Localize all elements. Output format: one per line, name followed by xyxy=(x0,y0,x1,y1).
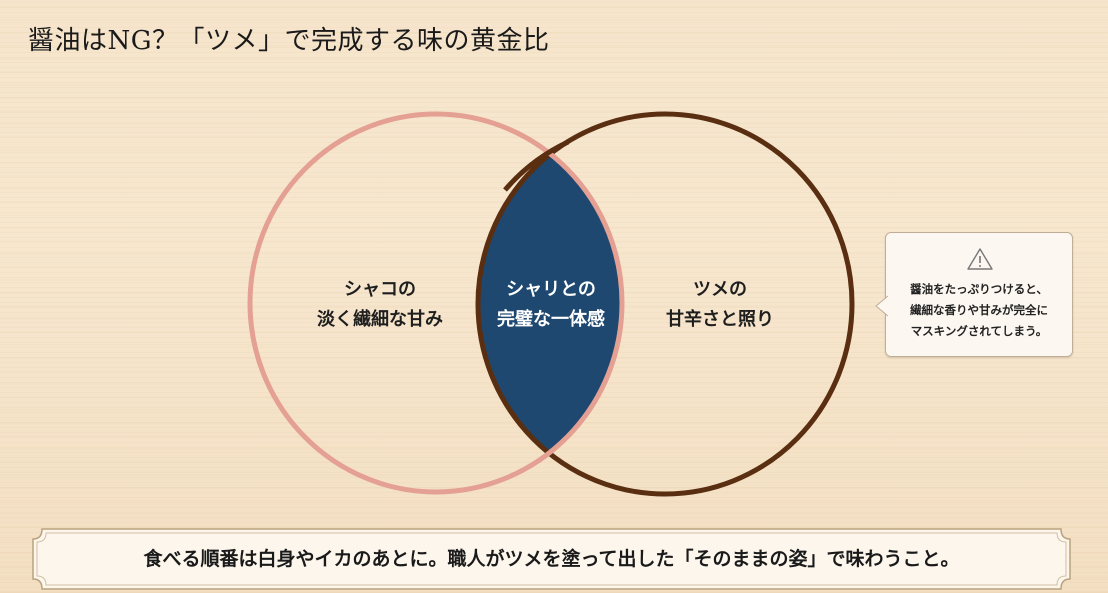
venn-intersection-label: シャリとの 完璧な一体感 xyxy=(497,275,605,335)
callout-line-3: マスキングされてしまう。 xyxy=(910,324,1048,338)
venn-circle-right xyxy=(475,111,855,497)
venn-right-label: ツメの 甘辛さと照り xyxy=(666,275,774,335)
venn-left-line2: 淡く繊細な甘み xyxy=(317,309,443,330)
warning-triangle-icon xyxy=(966,247,994,275)
venn-intersection-line1: シャリとの xyxy=(506,279,596,300)
callout-line-2: 繊細な香りや甘みが完全に xyxy=(910,303,1048,317)
venn-right-line1: ツメの xyxy=(693,279,747,300)
venn-left-label: シャコの 淡く繊細な甘み xyxy=(317,275,443,335)
venn-intersection-fill xyxy=(478,114,622,492)
page-title: 醤油はNG？「ツメ」で完成する味の黄金比 xyxy=(28,26,550,56)
venn-left-line1: シャコの xyxy=(344,279,416,300)
venn-right-line2: 甘辛さと照り xyxy=(666,309,774,330)
warning-callout: 醤油をたっぷりつけると、 繊細な香りや甘みが完全に マスキングされてしまう。 xyxy=(875,232,1073,357)
banner-text: 食べる順番は白身やイカのあとに。職人がツメを塗って出した「そのままの姿」で味わう… xyxy=(143,548,960,570)
venn-circle-left xyxy=(247,111,625,495)
venn-intersection-line2: 完璧な一体感 xyxy=(497,309,605,330)
callout-text: 醤油をたっぷりつけると、 繊細な香りや甘みが完全に マスキングされてしまう。 xyxy=(886,279,1072,342)
bottom-banner: 食べる順番は白身やイカのあとに。職人がツメを塗って出した「そのままの姿」で味わう… xyxy=(30,527,1073,591)
callout-line-1: 醤油をたっぷりつけると、 xyxy=(910,282,1048,296)
